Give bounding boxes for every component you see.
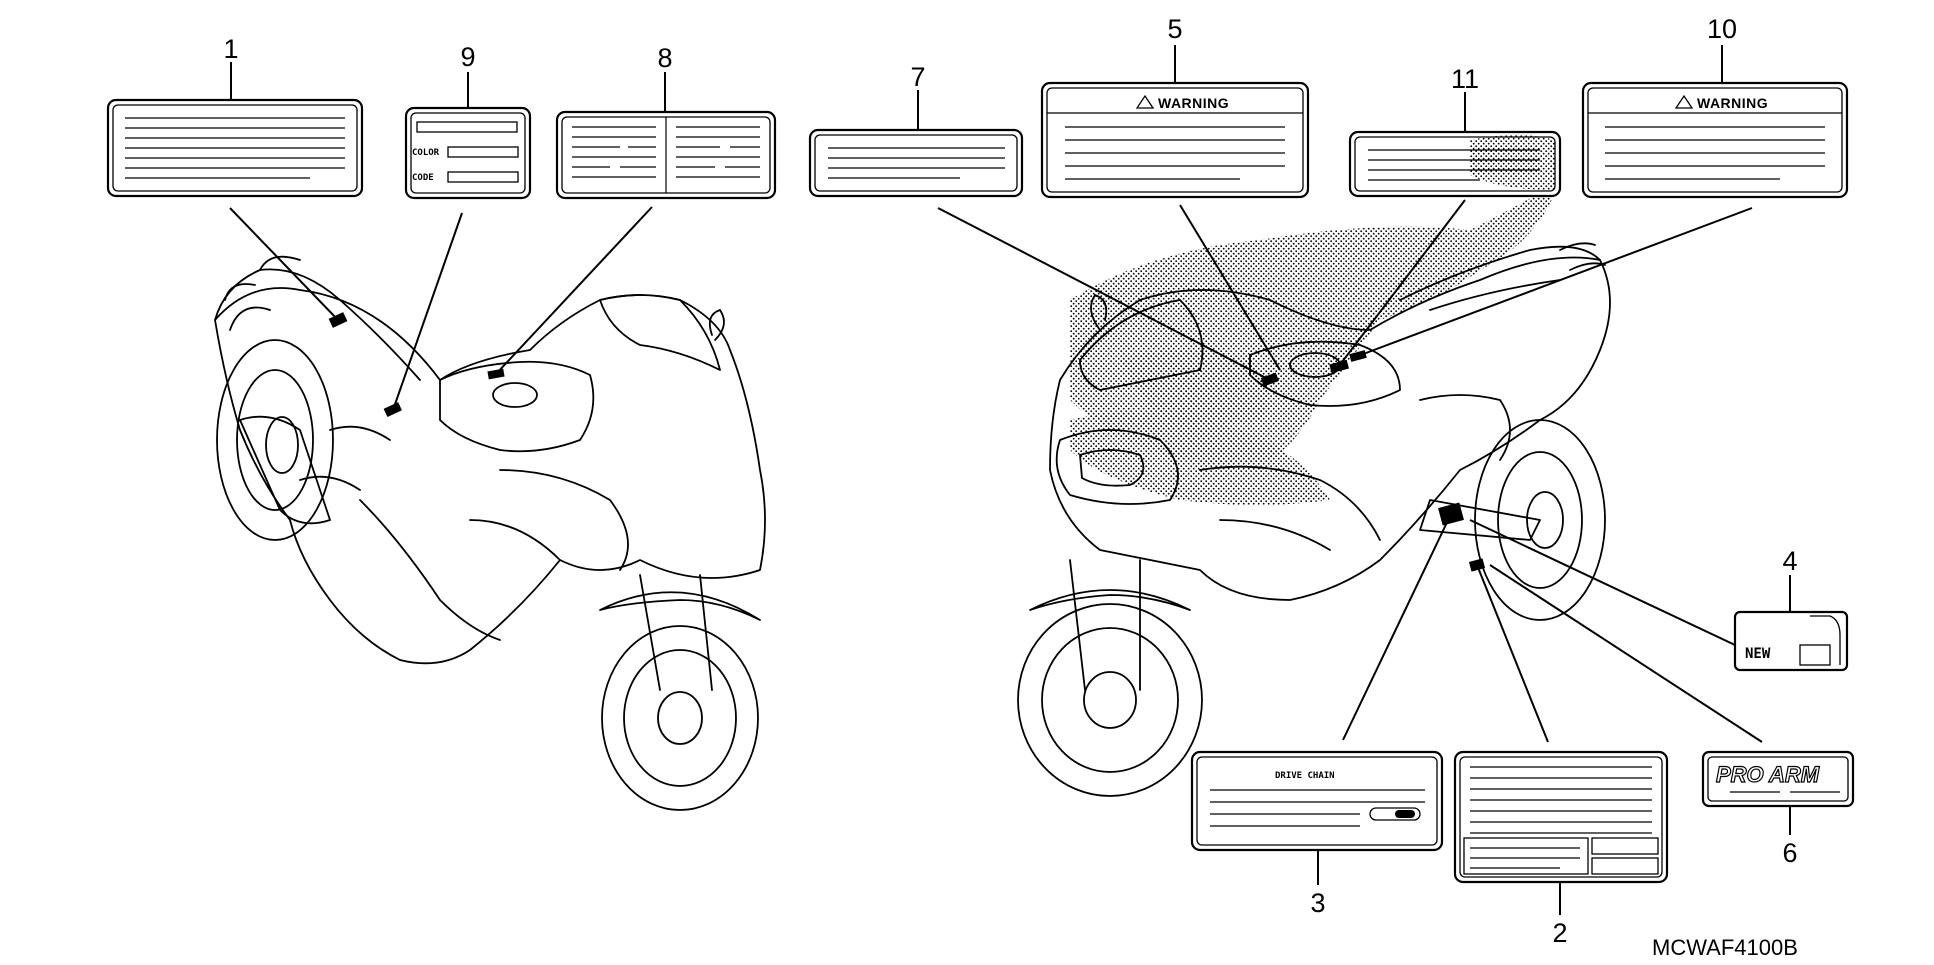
label-5: WARNING — [1040, 81, 1310, 199]
new-text: NEW — [1745, 646, 1771, 662]
callout-7: 7 — [910, 62, 925, 92]
callout-10: 10 — [1707, 14, 1737, 44]
label-8 — [555, 110, 777, 200]
callout-5: 5 — [1167, 14, 1182, 44]
label-4: NEW — [1733, 610, 1849, 672]
drive-chain-text: DRIVE CHAIN — [1275, 771, 1335, 781]
label-9: COLOR CODE — [404, 106, 532, 200]
callout-2: 2 — [1552, 918, 1567, 948]
callout-11: 11 — [1451, 64, 1479, 94]
callout-6: 6 — [1782, 838, 1797, 868]
label-3: DRIVE CHAIN — [1190, 750, 1444, 852]
callout-1: 1 — [223, 34, 238, 64]
label-10: WARNING — [1581, 81, 1849, 199]
pro-arm-text: PRO ARM — [1716, 762, 1820, 787]
label-7 — [808, 128, 1024, 198]
diagram-code: MCWAF4100B — [1652, 935, 1798, 960]
callout-numbers: 1 9 8 7 5 11 10 4 3 2 6 — [223, 14, 1797, 948]
callout-9: 9 — [460, 42, 475, 72]
label-6: PRO ARM — [1701, 750, 1855, 808]
warning-text-10: WARNING — [1697, 95, 1768, 111]
callout-4: 4 — [1782, 546, 1797, 576]
code-text: CODE — [412, 173, 434, 183]
motorcycle-right-view — [1017, 180, 1611, 797]
label-1 — [106, 98, 364, 198]
warning-text-5: WARNING — [1158, 95, 1229, 111]
color-text: COLOR — [412, 148, 440, 158]
callout-8: 8 — [657, 43, 672, 73]
label-11 — [1348, 130, 1562, 198]
leader-lines — [229, 45, 1791, 915]
label-2 — [1453, 750, 1669, 884]
motorcycle-left-view — [214, 255, 766, 811]
callout-3: 3 — [1310, 888, 1325, 918]
